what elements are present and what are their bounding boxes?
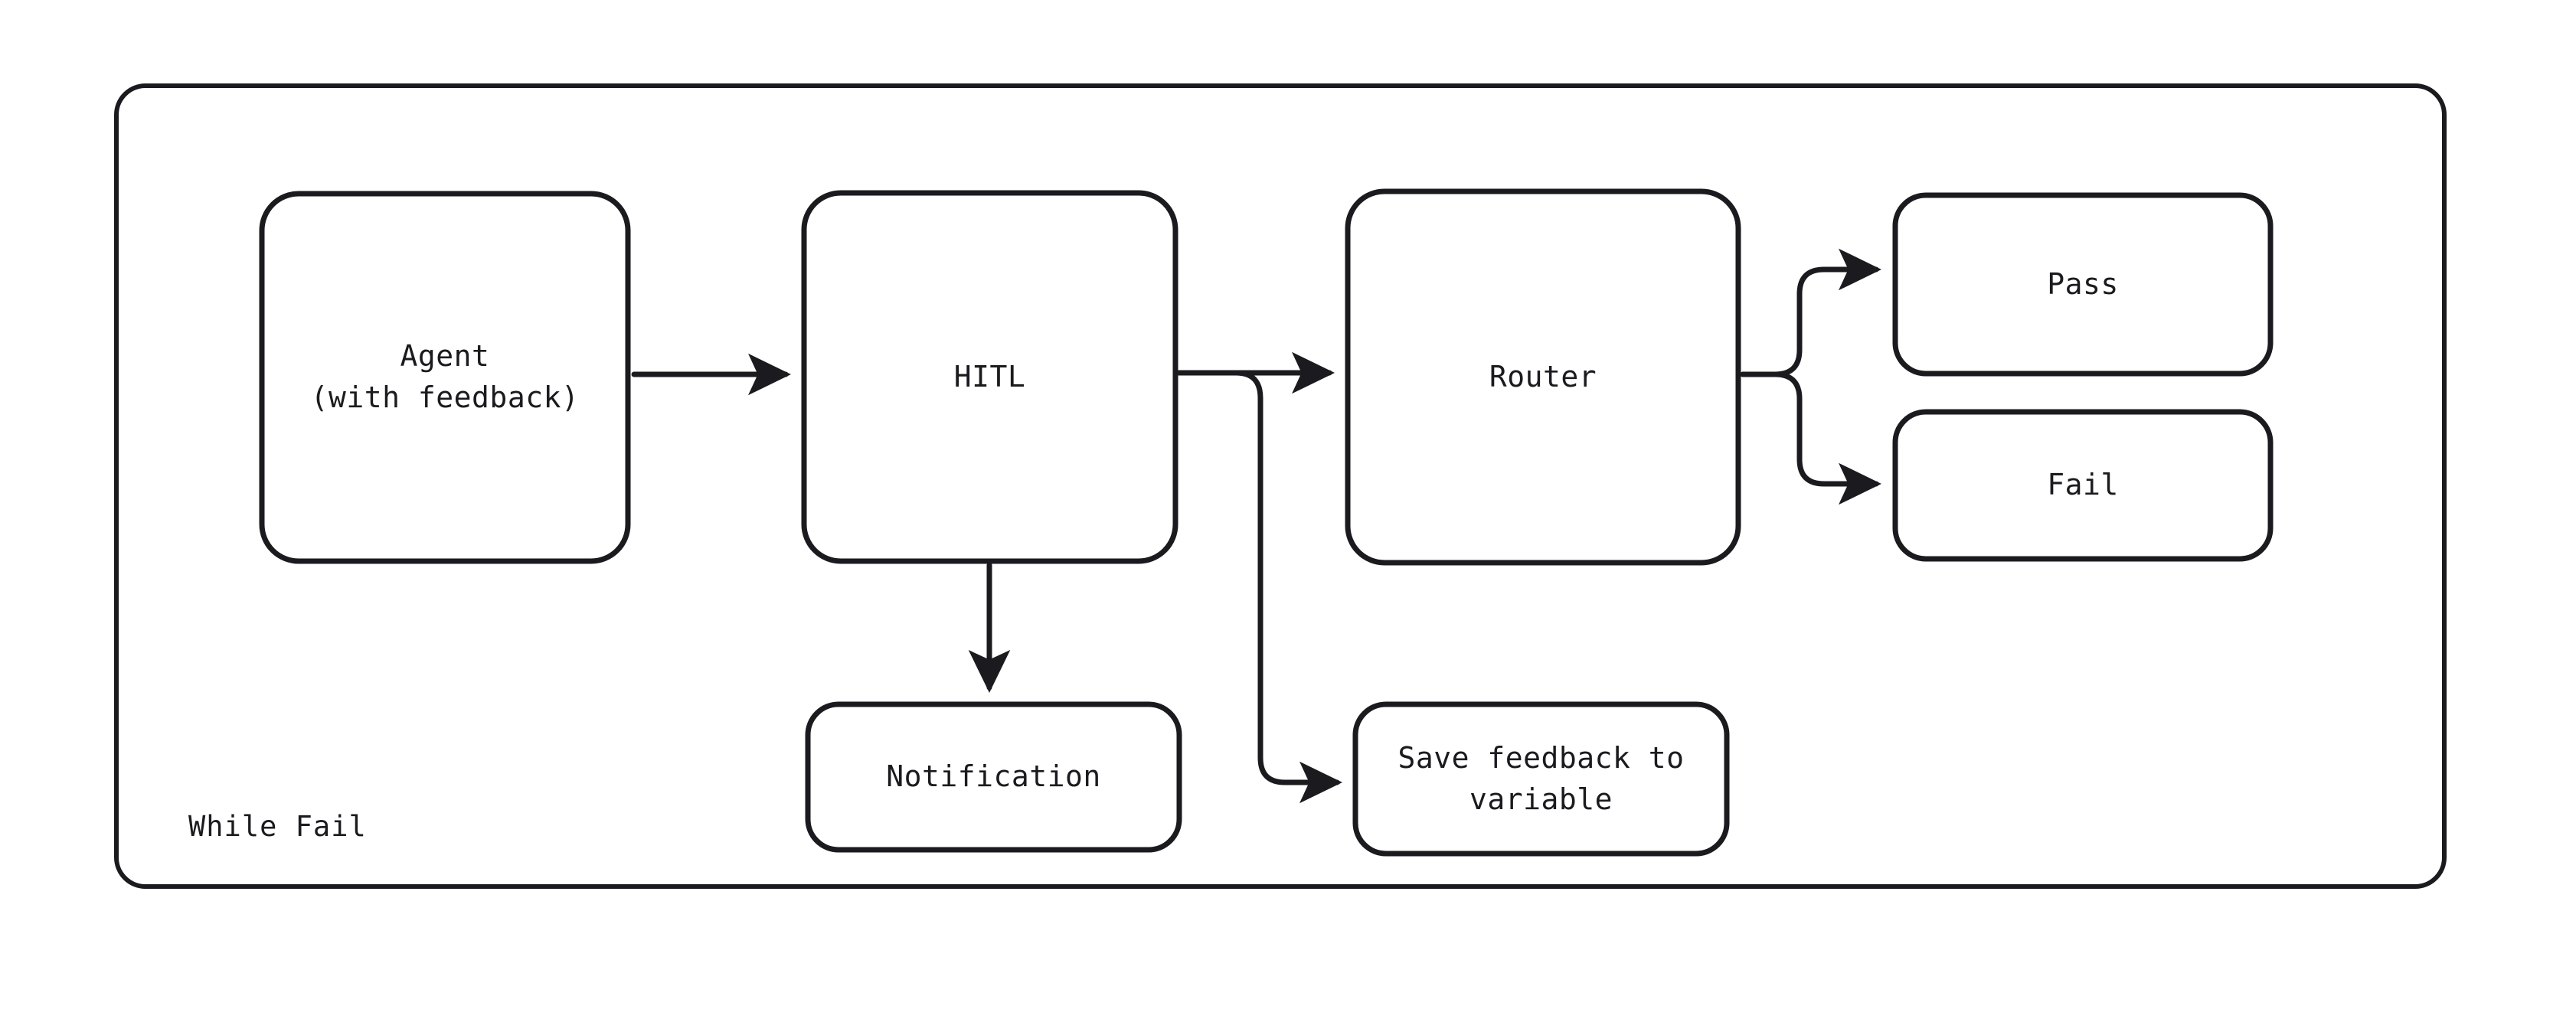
node-save-feedback-to-variable-label: Save feedback to variable [1398, 740, 1685, 816]
node-router[interactable]: Router [1348, 191, 1738, 563]
node-pass-label: Pass [2047, 266, 2119, 301]
node-notification-label: Notification [886, 759, 1101, 794]
node-fail-label: Fail [2047, 468, 2119, 502]
node-notification[interactable]: Notification [808, 704, 1179, 850]
edge-router-to-pass [1740, 248, 1881, 377]
node-hitl-label: HITL [953, 359, 1026, 393]
node-agent[interactable]: Agent (with feedback) [262, 194, 628, 561]
node-fail[interactable]: Fail [1895, 412, 2270, 559]
node-pass[interactable]: Pass [1895, 195, 2270, 374]
node-agent-label: Agent (with feedback) [310, 339, 580, 414]
edge-router-to-fail [1740, 371, 1881, 505]
node-router-label: Router [1489, 359, 1597, 393]
node-save-feedback-to-variable[interactable]: Save feedback to variable [1355, 704, 1727, 854]
edge-hitl-to-save-feedback [1176, 370, 1342, 804]
node-hitl[interactable]: HITL [804, 193, 1175, 561]
while-fail-container-label: While Fail [188, 810, 367, 843]
